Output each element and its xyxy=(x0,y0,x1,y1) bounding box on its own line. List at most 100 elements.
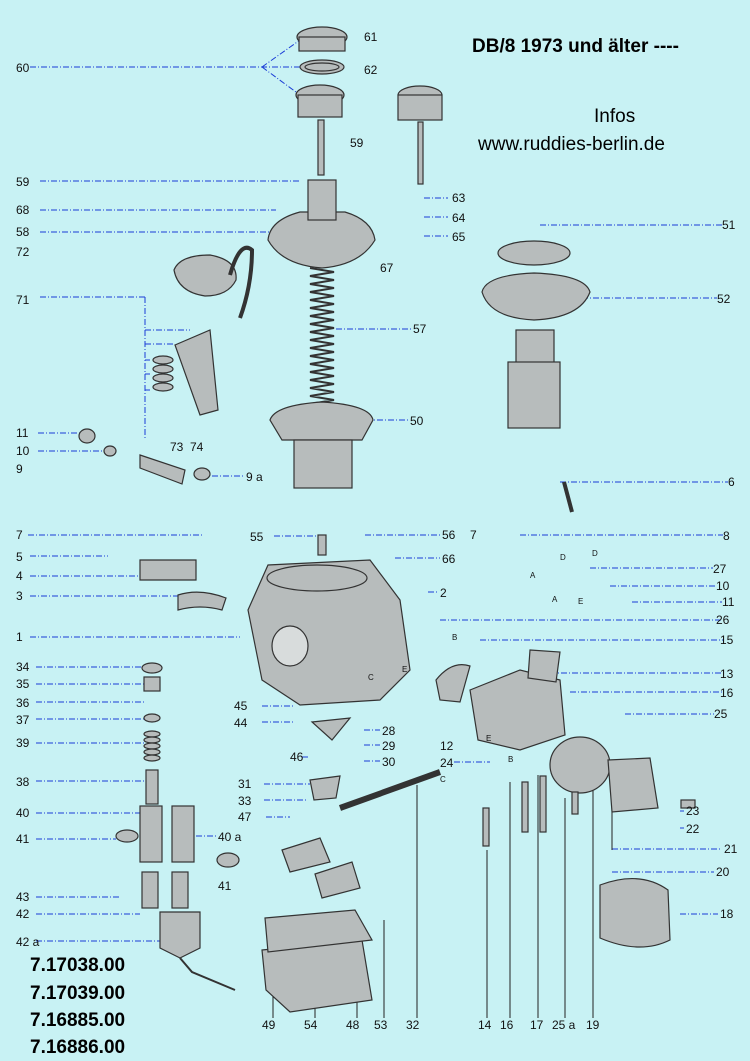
slide-body-part xyxy=(293,439,353,489)
jet-40-part xyxy=(139,805,163,863)
callout-c26: 26 xyxy=(716,613,730,627)
callout-c64: 64 xyxy=(452,211,466,225)
callout-c5: 5 xyxy=(16,550,23,564)
choke-housing-part xyxy=(469,669,566,751)
bracket-4-part xyxy=(139,559,197,581)
callout-c36: 36 xyxy=(16,696,30,710)
washer-41-part xyxy=(115,829,139,843)
washer-34-part xyxy=(141,662,163,674)
callout-c40: 40 xyxy=(16,806,30,820)
callout-c16a: 16 xyxy=(720,686,734,700)
parts-drawing xyxy=(78,26,696,1013)
sub-letter-lE3: E xyxy=(486,734,491,743)
callout-c53: 53 xyxy=(374,1018,388,1032)
callout-c42a: 42 a xyxy=(16,935,40,949)
leader-lines xyxy=(28,39,728,1018)
cap-body-part xyxy=(298,36,346,52)
callout-c20: 20 xyxy=(716,865,730,879)
callout-c44: 44 xyxy=(234,716,248,730)
callout-c30: 30 xyxy=(382,755,396,769)
float-right-part xyxy=(314,861,361,899)
callout-c52: 52 xyxy=(717,292,731,306)
valve-13-part xyxy=(527,649,561,683)
callout-c45: 45 xyxy=(234,699,248,713)
spring-39-coil-part xyxy=(143,736,161,744)
callout-c27: 27 xyxy=(713,562,727,576)
spring-39-coil-part xyxy=(143,748,161,756)
part-number-3: 7.16885.00 xyxy=(30,1010,126,1031)
callout-c10b: 10 xyxy=(716,579,730,593)
sub-letter-lC1: C xyxy=(368,673,374,682)
nut-9a-part xyxy=(193,467,211,481)
callout-c2: 2 xyxy=(440,586,447,600)
callout-c1: 1 xyxy=(16,630,23,644)
screw-14-part xyxy=(482,807,490,847)
callout-c62: 62 xyxy=(364,63,378,77)
sub-letter-lE2: E xyxy=(578,597,583,606)
part-number-2: 7.17039.00 xyxy=(30,983,126,1004)
diaphragm-ring-part xyxy=(497,240,571,266)
callout-c41b: 41 xyxy=(218,879,232,893)
piston-right-body-part xyxy=(507,361,561,429)
screw-55-part xyxy=(317,534,327,556)
needle-part xyxy=(317,119,325,176)
callout-c43: 43 xyxy=(16,890,30,904)
callout-c14: 14 xyxy=(478,1018,492,1032)
solenoid-wire-part xyxy=(179,957,236,991)
spring-39-coil-part xyxy=(143,742,161,750)
callout-c16b: 16 xyxy=(500,1018,514,1032)
callout-c25b: 25 a xyxy=(552,1018,576,1032)
part-number-1: 7.17038.00 xyxy=(30,955,126,976)
jet-35-part xyxy=(143,676,161,692)
sub-letter-lB2: B xyxy=(508,755,513,764)
choke-spring-coil-part xyxy=(152,355,174,365)
callout-c19: 19 xyxy=(586,1018,600,1032)
carburetor-flange-part xyxy=(271,625,309,667)
sub-letter-lA1: A xyxy=(530,571,536,580)
callout-c59a: 59 xyxy=(350,136,364,150)
infos-label: Infos xyxy=(594,106,636,127)
float-left-part xyxy=(281,837,331,873)
callout-c9: 9 xyxy=(16,462,23,476)
callout-c32: 32 xyxy=(406,1018,420,1032)
gasket-3-part xyxy=(177,591,227,611)
screw-17-part xyxy=(539,775,547,833)
spring-part xyxy=(309,267,335,405)
choke-tube-part xyxy=(228,245,255,319)
callout-c23: 23 xyxy=(686,804,700,818)
callout-c18: 18 xyxy=(720,907,734,921)
callout-c59b: 59 xyxy=(16,175,30,189)
callout-c15: 15 xyxy=(720,633,734,647)
electric-choke-18-part xyxy=(599,877,671,948)
diaphragm-right-part xyxy=(481,272,591,321)
callout-c7a: 7 xyxy=(16,528,23,542)
sub-letter-lD1: D xyxy=(560,553,566,562)
callout-c34: 34 xyxy=(16,660,30,674)
callout-c21: 21 xyxy=(724,842,738,856)
callout-c41a: 41 xyxy=(16,832,30,846)
washer-10-part xyxy=(103,445,117,457)
jet-40a-part xyxy=(171,805,195,863)
sub-letter-lD2: D xyxy=(592,549,598,558)
callout-c58: 58 xyxy=(16,225,30,239)
lever-12-part xyxy=(435,664,471,703)
piston-cover-part xyxy=(297,94,343,118)
callout-c24: 24 xyxy=(440,756,454,770)
choke-spring-coil-part xyxy=(152,382,174,392)
callout-c57: 57 xyxy=(413,322,427,336)
callout-c17: 17 xyxy=(530,1018,544,1032)
callout-c74: 74 xyxy=(190,440,204,454)
callout-c31: 31 xyxy=(238,777,252,791)
callout-c51: 51 xyxy=(722,218,736,232)
sub-letter-lC2: C xyxy=(440,775,446,784)
choke-cap-part xyxy=(549,736,611,794)
callout-c66: 66 xyxy=(442,552,456,566)
website-link[interactable]: www.ruddies-berlin.de xyxy=(478,134,665,155)
callout-c29: 29 xyxy=(382,739,396,753)
plate-28-part xyxy=(310,717,352,741)
lever-9-part xyxy=(139,454,186,485)
sub-letter-lA2: A xyxy=(552,595,558,604)
screw-23-part xyxy=(680,799,696,809)
callout-c11b: 11 xyxy=(722,595,735,609)
plate-31-part xyxy=(309,775,341,801)
